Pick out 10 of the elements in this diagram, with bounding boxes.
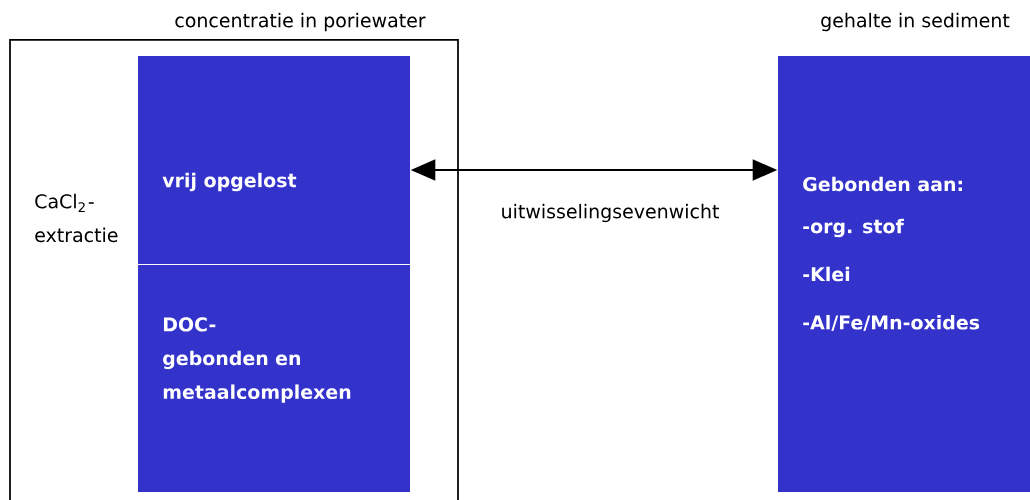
- heading: concentratie in poriewater: [175, 12, 426, 32]
- box-label: -Klei: [803, 266, 850, 282]
- box-label: DOC-gebonden en metaalcomplexen: [163, 317, 351, 403]
- box-label: Gebonden aan:: [803, 176, 962, 192]
- box-label: CaCl$_{2}$- extractie: [35, 193, 118, 243]
- box-label: -Al/Fe/Mn-oxides: [803, 314, 980, 332]
- box-label: -org. stof: [803, 218, 904, 238]
- heading: gehalte in sediment: [821, 12, 1010, 32]
- box-label: vrij opgelost: [162, 172, 297, 192]
- edge-label: uitwisselingsevenwicht: [497, 200, 723, 226]
